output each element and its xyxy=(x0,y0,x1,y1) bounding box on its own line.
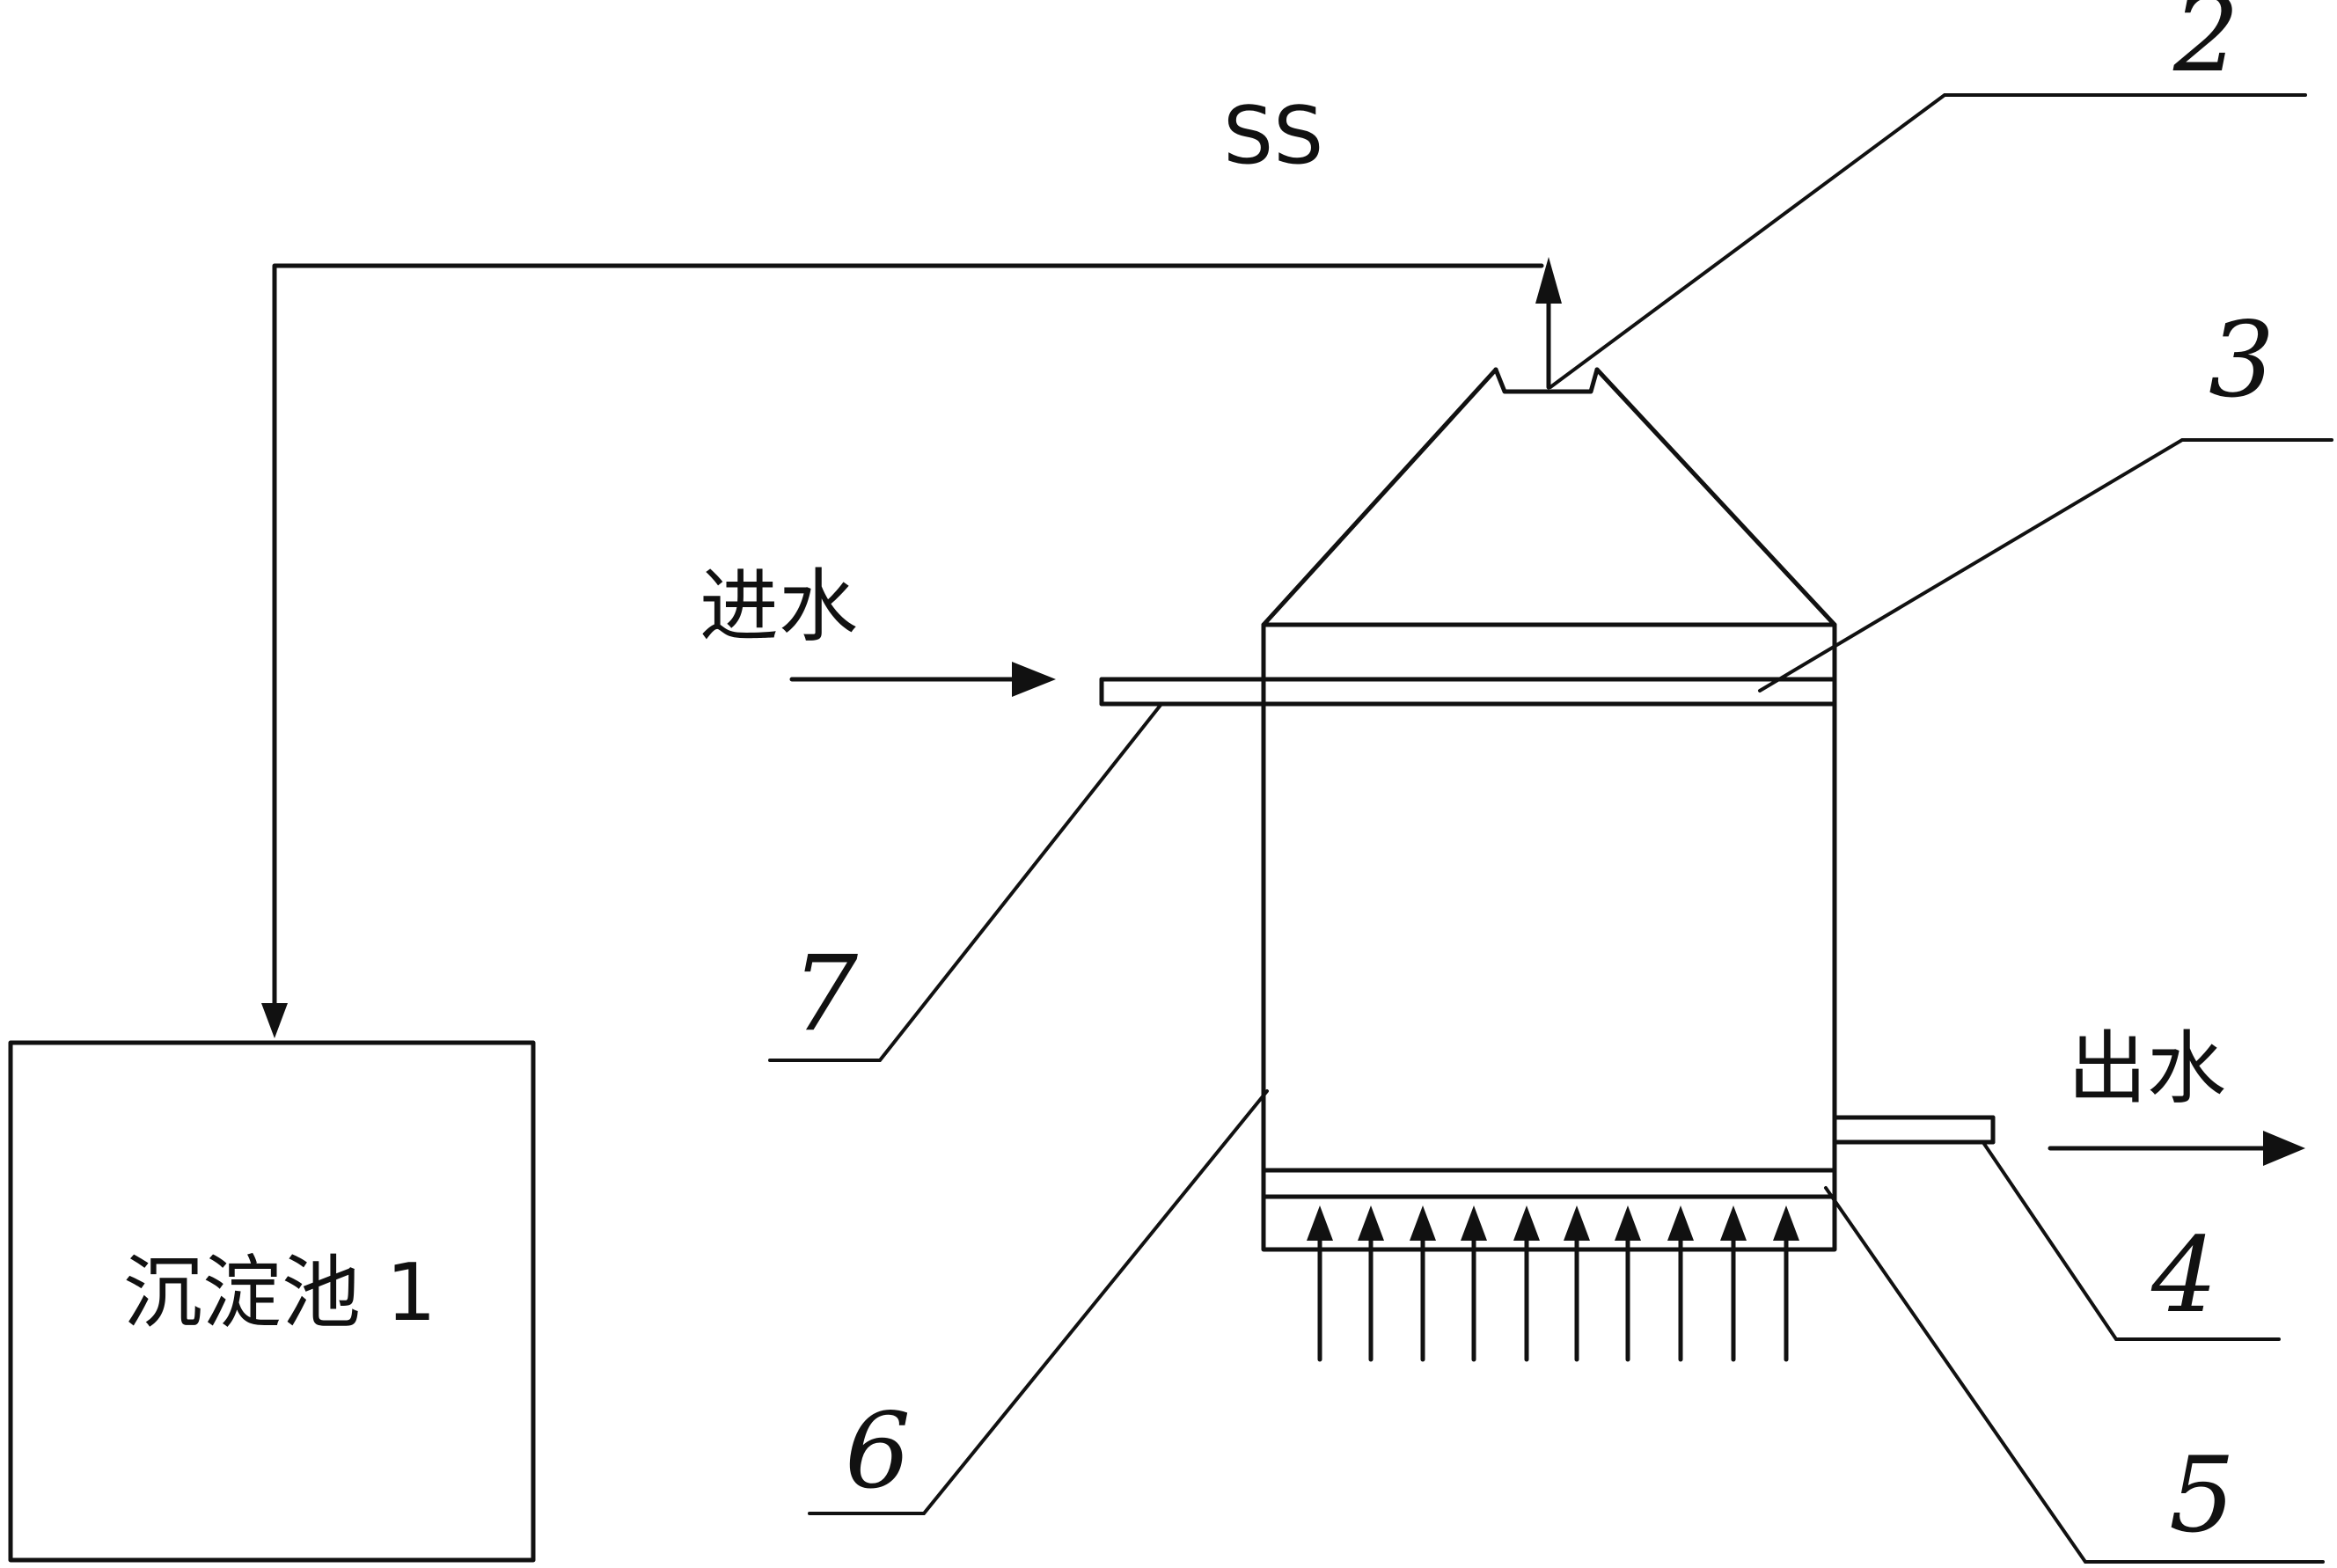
reactor-cone xyxy=(1261,367,1498,627)
leader-7 xyxy=(768,702,1163,1062)
aeration-arrow-head xyxy=(1513,1205,1540,1241)
return-arrow-head xyxy=(261,1003,288,1038)
leader-2 xyxy=(1549,93,2307,389)
reactor-body xyxy=(1261,622,1837,1252)
callout-3: 3 xyxy=(2209,299,2275,421)
aeration-arrow-head xyxy=(1615,1205,1641,1241)
aeration-arrow-head xyxy=(1358,1205,1384,1241)
aeration-arrow-head xyxy=(1410,1205,1436,1241)
reactor-cone-right xyxy=(1594,367,1837,627)
sedimentation-tank xyxy=(8,1040,536,1563)
aeration-arrow-head xyxy=(1720,1205,1747,1241)
inlet-arrow-head xyxy=(1012,662,1056,697)
callout-4: 4 xyxy=(2150,1214,2217,1336)
aeration-arrow-head xyxy=(1564,1205,1590,1241)
callout-6: 6 xyxy=(845,1390,911,1512)
vent-arrow-head xyxy=(1535,257,1562,304)
vent-cap xyxy=(1493,367,1600,394)
outlet-arrow-head xyxy=(2263,1131,2305,1166)
ss-label: SS xyxy=(1223,90,1323,182)
aeration-arrow-head xyxy=(1667,1205,1694,1241)
leader-4 xyxy=(1982,1142,2281,1341)
aeration-arrows xyxy=(1307,1205,1799,1362)
leader-3 xyxy=(1758,438,2333,692)
leader-6 xyxy=(808,1089,1269,1515)
aeration-arrow-head xyxy=(1773,1205,1799,1241)
outlet-label: 出水 xyxy=(2068,1022,2226,1115)
callout-7: 7 xyxy=(792,933,858,1054)
leader-5 xyxy=(1824,1186,2325,1564)
callout-5: 5 xyxy=(2169,1434,2235,1556)
callout-2: 2 xyxy=(2172,0,2239,95)
inlet-label: 进水 xyxy=(700,561,858,653)
return-pipe xyxy=(272,263,1544,1015)
aeration-arrow-head xyxy=(1307,1205,1333,1241)
tank-label: 沉淀池 1 xyxy=(123,1247,436,1339)
aeration-arrow-head xyxy=(1461,1205,1487,1241)
